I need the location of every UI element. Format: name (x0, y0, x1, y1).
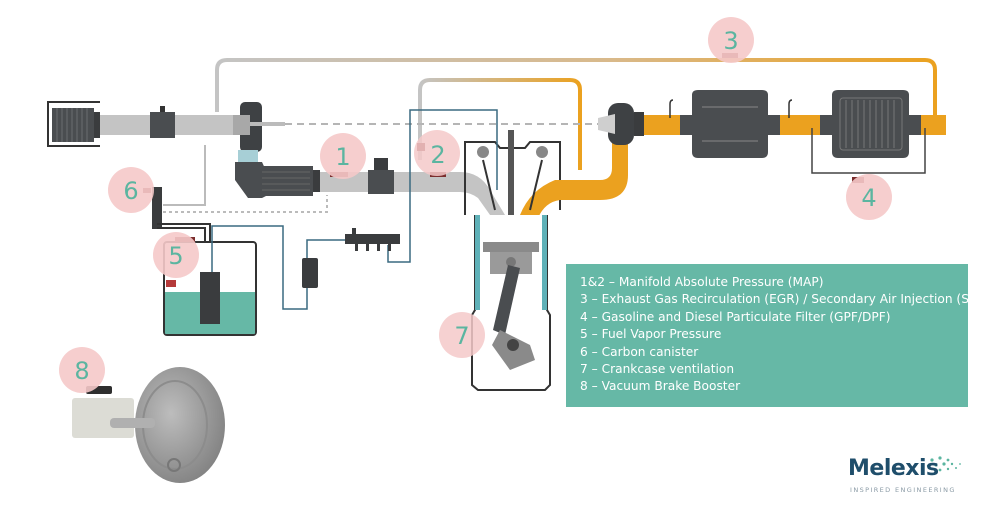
turbo-turbine (598, 103, 644, 145)
badge-label: 7 (454, 322, 469, 350)
engine-cylinder (471, 215, 551, 391)
legend-item: 4 – Gasoline and Diesel Particulate Filt… (580, 309, 891, 324)
badge-label: 1 (335, 143, 350, 171)
master-cylinder (72, 386, 155, 438)
badge-label: 5 (168, 242, 183, 270)
badge-1: 1 (320, 133, 366, 179)
badge-3: 3 (708, 17, 754, 63)
melexis-logo: Melexis INSPIRED ENGINEERING (848, 452, 968, 498)
badge-5: 5 (153, 232, 199, 278)
badge-label: 3 (723, 27, 738, 55)
particulate-filter (811, 90, 926, 174)
turbo-compressor (233, 102, 285, 162)
badge-label: 8 (74, 357, 89, 385)
carbon-canister (152, 187, 162, 229)
badge-4: 4 (846, 174, 892, 220)
rail-to-engine-line (387, 109, 498, 263)
canister-purge-line (163, 145, 206, 206)
legend-item: 7 – Crankcase ventilation (580, 362, 735, 377)
logo-name: Melexis (848, 456, 939, 481)
legend-box: 1&2 – Manifold Absolute Pressure (MAP) 3… (566, 264, 986, 407)
badge-label: 4 (861, 184, 876, 212)
fuel-rail (345, 228, 400, 251)
spark-plug (508, 130, 514, 215)
logo-tagline: INSPIRED ENGINEERING (850, 486, 956, 494)
fuel-line (211, 225, 308, 310)
badge-8: 8 (59, 347, 105, 393)
air-filter (47, 101, 100, 147)
exhaust-manifold (520, 128, 628, 218)
legend-item: 3 – Exhaust Gas Recirculation (EGR) / Se… (580, 292, 986, 307)
badge-2: 2 (414, 130, 460, 176)
legend-item: 6 – Carbon canister (580, 344, 699, 359)
fuel-rail-line (306, 239, 345, 260)
legend-item: 8 – Vacuum Brake Booster (580, 379, 741, 394)
canister-vent-line (163, 195, 328, 213)
badge-6: 6 (108, 167, 154, 213)
legend-item: 5 – Fuel Vapor Pressure (580, 327, 722, 342)
catalytic-converter (669, 90, 793, 158)
logo-dots-icon (926, 456, 961, 472)
legend-item: 1&2 – Manifold Absolute Pressure (MAP) (580, 275, 824, 289)
intercooler (235, 162, 320, 198)
crankcase-vent-pipe (418, 78, 582, 170)
fuel-filter (302, 258, 318, 288)
mass-airflow-sensor (150, 106, 175, 138)
intake-manifold-pipe (320, 172, 505, 222)
throttle-body (368, 158, 394, 194)
valves (477, 146, 548, 211)
badge-7: 7 (439, 312, 485, 358)
badge-label: 6 (123, 177, 138, 205)
egr-pipe (215, 58, 937, 120)
badge-label: 2 (430, 141, 445, 169)
